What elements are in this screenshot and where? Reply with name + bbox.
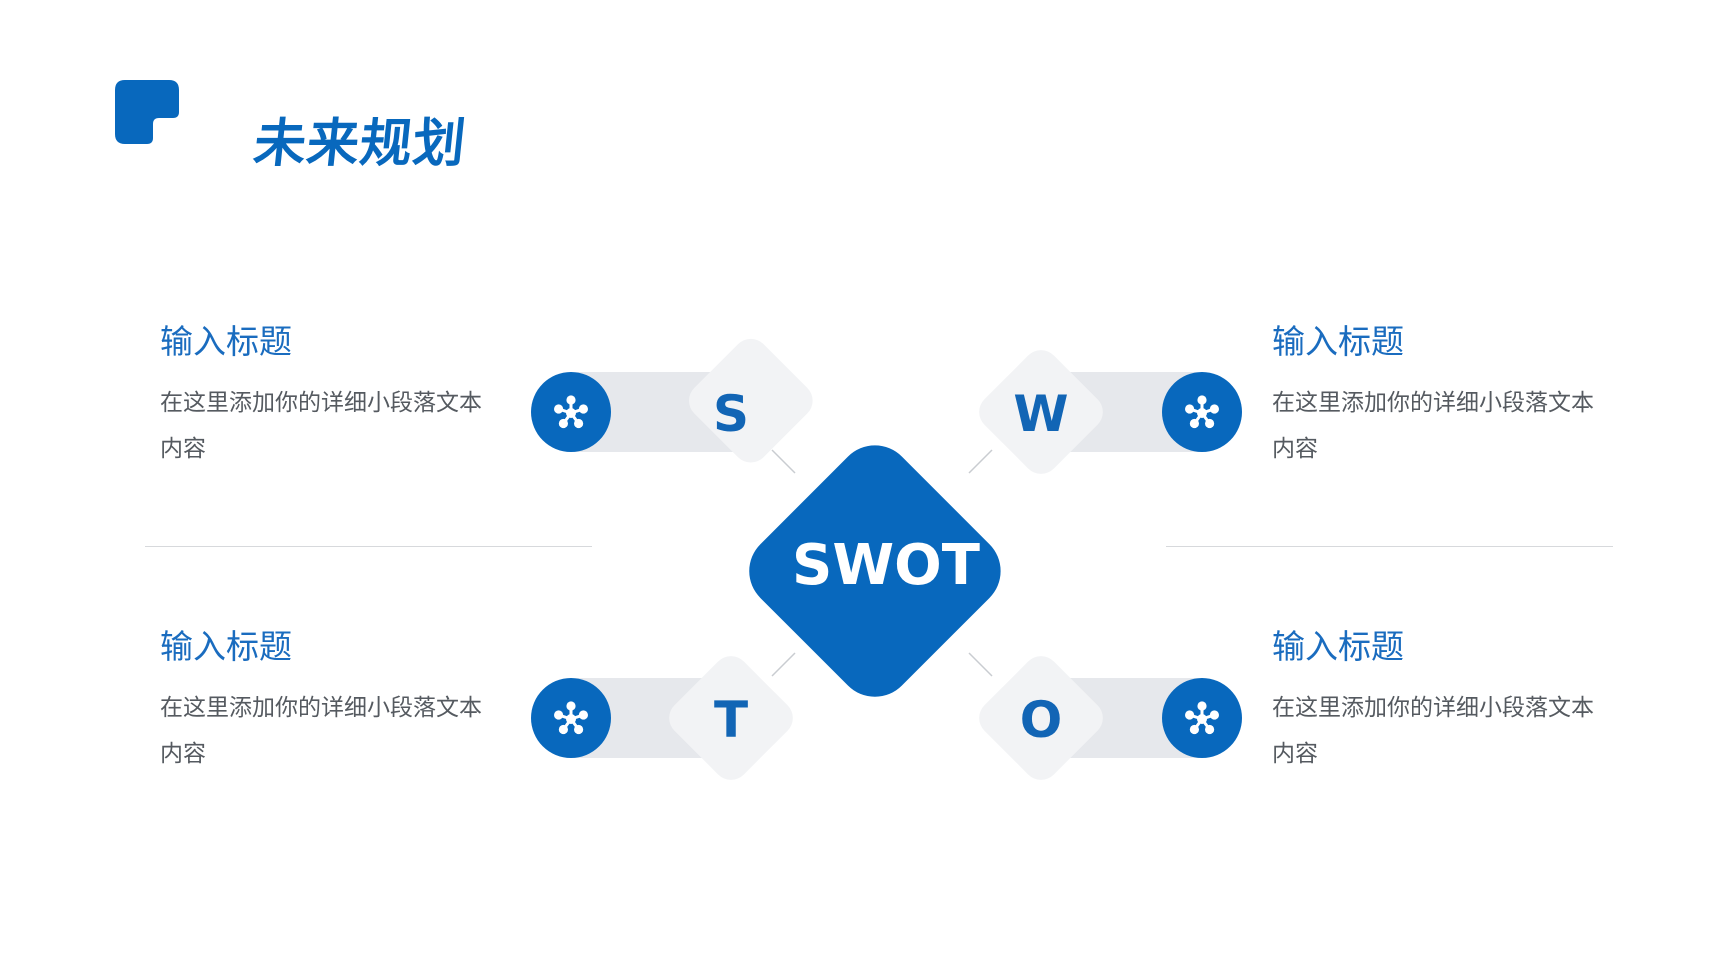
block-desc-w: 在这里添加你的详细小段落文本内容 bbox=[1272, 389, 1594, 462]
divider-right bbox=[1166, 546, 1613, 547]
swot-item-t: T bbox=[531, 656, 793, 780]
swot-center: SWOT bbox=[749, 445, 1001, 697]
diamond-w bbox=[979, 350, 1103, 474]
diamond-t bbox=[669, 656, 793, 780]
center-diamond bbox=[749, 445, 1001, 697]
swot-letter-s: S bbox=[713, 385, 749, 443]
block-title-o: 输入标题 bbox=[1272, 627, 1404, 666]
swot-item-s: S bbox=[531, 338, 813, 463]
text-block-s: 输入标题 在这里添加你的详细小段落文本内容 bbox=[160, 322, 520, 472]
divider-left bbox=[145, 546, 592, 547]
block-desc-t: 在这里添加你的详细小段落文本内容 bbox=[160, 694, 482, 767]
text-block-w: 输入标题 在这里添加你的详细小段落文本内容 bbox=[1272, 322, 1632, 472]
connector-lines bbox=[771, 449, 993, 677]
block-desc-o: 在这里添加你的详细小段落文本内容 bbox=[1272, 694, 1594, 767]
diamond-s bbox=[688, 338, 813, 463]
text-block-o: 输入标题 在这里添加你的详细小段落文本内容 bbox=[1272, 627, 1632, 777]
swot-letter-t: T bbox=[714, 691, 748, 749]
block-title-w: 输入标题 bbox=[1272, 322, 1404, 361]
swot-center-label: SWOT bbox=[792, 533, 980, 598]
diamond-o bbox=[979, 656, 1103, 780]
swot-letter-w: W bbox=[1013, 385, 1068, 443]
block-title-s: 输入标题 bbox=[160, 322, 292, 361]
block-desc-s: 在这里添加你的详细小段落文本内容 bbox=[160, 389, 482, 462]
logo-mark-icon bbox=[115, 80, 179, 144]
swot-item-w: W bbox=[979, 350, 1242, 474]
block-title-t: 输入标题 bbox=[160, 627, 292, 666]
swot-letter-o: O bbox=[1020, 691, 1063, 749]
text-block-t: 输入标题 在这里添加你的详细小段落文本内容 bbox=[160, 627, 520, 777]
swot-item-o: O bbox=[979, 656, 1242, 780]
